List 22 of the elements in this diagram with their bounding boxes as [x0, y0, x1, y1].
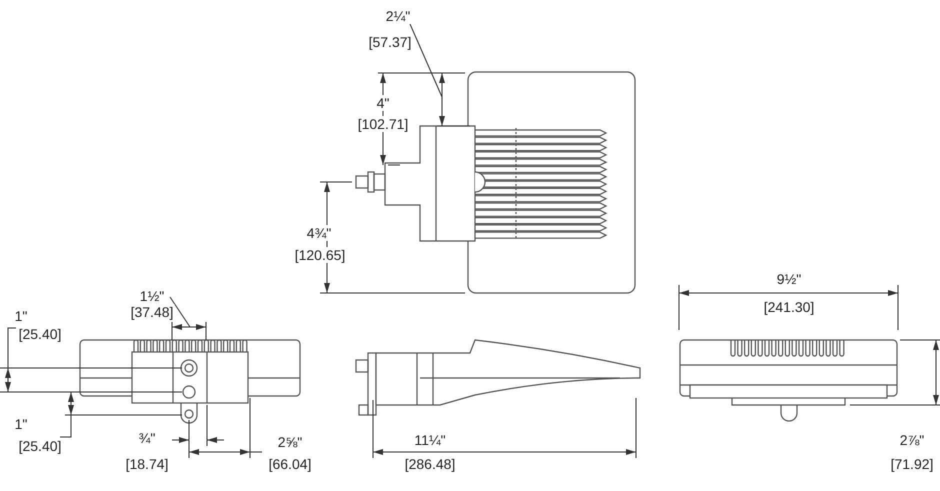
- metric-dimension-label: [25.40]: [18, 438, 62, 454]
- metric-dimension-label: [120.65]: [294, 247, 346, 263]
- dimension-label: 11¼": [413, 432, 447, 448]
- metric-dimension-label: [286.48]: [404, 456, 456, 472]
- metric-dimension-label: [25.40]: [18, 326, 62, 342]
- dimension-label: 2⅝": [276, 434, 304, 450]
- dimension-label: 1": [14, 308, 28, 324]
- dimension-label: 1": [14, 416, 28, 432]
- metric-dimension-label: [18.74]: [124, 456, 170, 472]
- dimension-label: 2¼": [384, 8, 412, 24]
- dimension-label: 1½": [138, 288, 166, 304]
- dimension-label: 2⅞": [898, 432, 926, 448]
- dimension-label: 4": [376, 95, 390, 111]
- metric-dimension-label: [57.37]: [368, 34, 412, 50]
- metric-dimension-label: [102.71]: [356, 116, 410, 132]
- metric-dimension-label: [71.92]: [890, 456, 934, 472]
- dimension-label: 4¾": [306, 225, 332, 241]
- dimension-label: 9½": [776, 271, 802, 287]
- metric-dimension-label: [66.04]: [268, 456, 312, 472]
- dimension-label: ¾": [138, 430, 156, 446]
- metric-dimension-label: [37.48]: [130, 304, 174, 320]
- metric-dimension-label: [241.30]: [762, 299, 816, 315]
